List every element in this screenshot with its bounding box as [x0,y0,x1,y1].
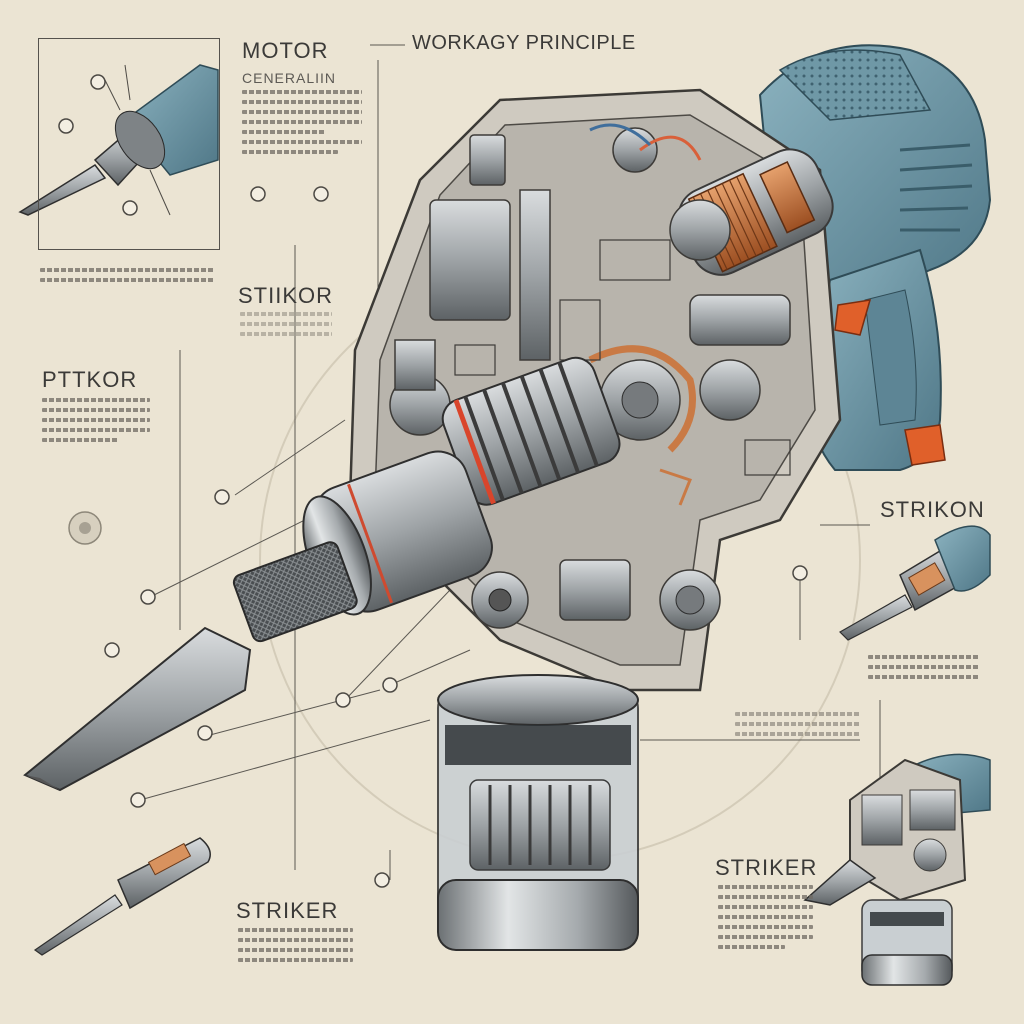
label-striker-left: STRIKER [236,898,339,923]
label-motor: MOTOR [242,38,329,63]
striker-right-description-lines [718,885,813,955]
diagram-title: WORKAGY PRINCIPLE [412,32,636,54]
pttkor-description-lines [42,398,150,448]
strikon-description-lines [868,655,980,685]
pttkor-part-icon [68,511,102,545]
strikon-illustration [839,525,991,641]
hammer-drill-cutaway [23,44,992,951]
motor-inset-frame [38,38,220,250]
motor-inset-illustration [18,64,219,216]
label-stiikor: STIIKOR [238,283,334,308]
striker-bit-illustration [33,837,211,956]
inset-caption-lines [40,268,215,288]
motor-description-lines [242,90,362,160]
leader-lines [139,44,881,880]
striker-left-description-lines [238,928,353,968]
label-strikon: STRIKON [880,497,985,522]
callout-markers [58,74,808,888]
label-striker-right: STRIKER [715,855,818,880]
stiikor-description-lines [240,312,332,342]
striker-mini-drill [803,753,991,986]
strikon-description-lines-2 [735,712,860,742]
label-pttkor: PTTKOR [42,367,138,392]
label-motor-sub: CENERALIIN [242,70,337,86]
